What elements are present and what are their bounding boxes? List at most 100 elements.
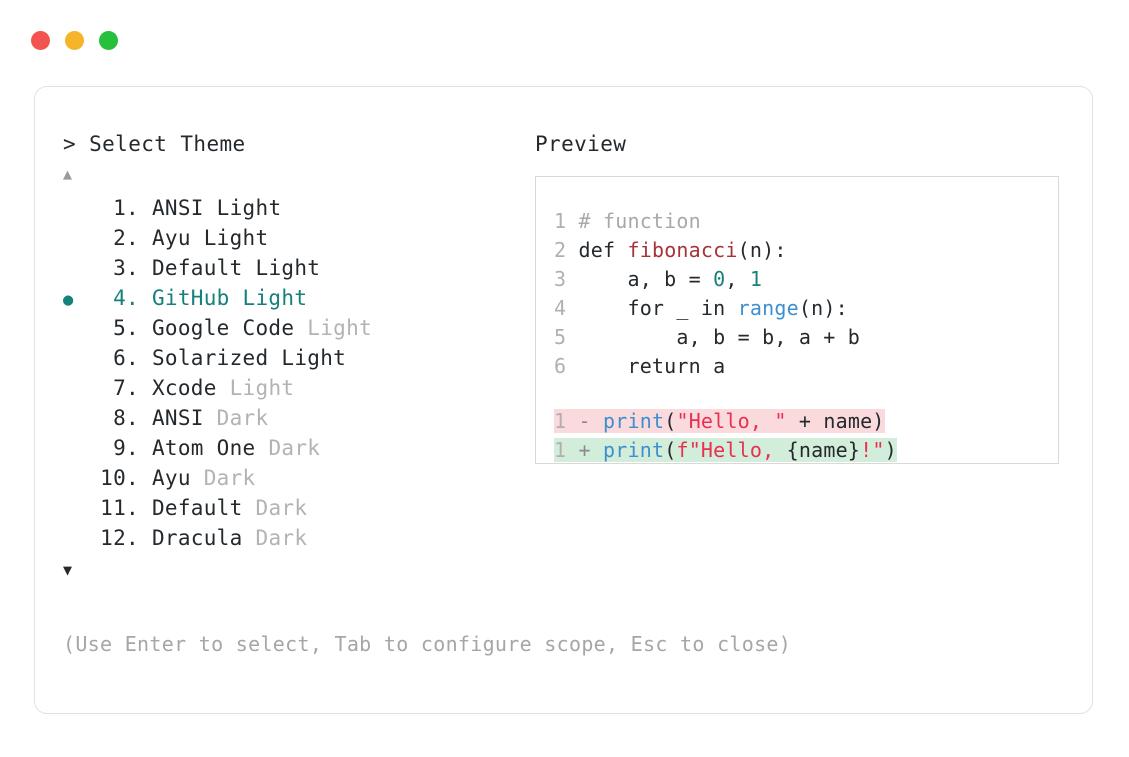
code-token: return a — [566, 354, 726, 378]
theme-item-number: 12. — [100, 526, 139, 550]
diff-highlight: 1 - print("Hello, " + name) — [554, 409, 885, 433]
code-token — [591, 409, 603, 433]
diff-added-line: 1 + print(f"Hello, {name}!") — [536, 436, 1058, 463]
line-number: 4 — [554, 296, 567, 320]
bullet-placeholder — [63, 435, 97, 465]
theme-list-item[interactable]: 6. Solarized Light — [63, 343, 533, 373]
theme-item-name: Dracula — [139, 526, 256, 550]
diff-removed-line: 1 - print("Hello, " + name) — [536, 407, 1058, 436]
theme-item-variant: Dark — [268, 436, 321, 460]
bullet-placeholder — [63, 465, 97, 495]
theme-selection-panel: > Select Theme ▲ 1. ANSI Light 2. Ayu Li… — [63, 131, 533, 580]
diff-marker: - — [566, 409, 591, 433]
line-number: 1 — [554, 409, 567, 433]
code-token: # function — [566, 209, 701, 233]
code-token: {name} — [786, 438, 861, 462]
theme-item-variant: Light — [281, 346, 347, 370]
theme-list-item[interactable]: 3. Default Light — [63, 253, 533, 283]
theme-item-number: 6. — [100, 346, 139, 370]
theme-item-number: 10. — [100, 466, 139, 490]
code-token: def — [566, 238, 628, 262]
code-token: "Hello, " — [676, 409, 787, 433]
theme-list-item[interactable]: ● 4. GitHub Light — [63, 283, 533, 313]
theme-list-item[interactable]: 9. Atom One Dark — [63, 433, 533, 463]
theme-item-name: ANSI — [139, 196, 217, 220]
theme-picker-dialog: > Select Theme ▲ 1. ANSI Light 2. Ayu Li… — [34, 86, 1093, 714]
theme-list-item[interactable]: 2. Ayu Light — [63, 223, 533, 253]
bullet-placeholder — [63, 495, 97, 525]
diff-block: 1 - print("Hello, " + name) 1 + print(f"H… — [536, 407, 1058, 463]
code-token: range — [737, 296, 799, 320]
minimize-button[interactable] — [65, 31, 84, 50]
selected-bullet-icon: ● — [63, 290, 74, 310]
theme-item-variant: Light — [242, 286, 308, 310]
code-line: 1 # function — [536, 207, 1058, 236]
theme-item-name: Ayu — [139, 226, 204, 250]
code-token: , — [725, 267, 750, 291]
line-number: 5 — [554, 325, 567, 349]
code-token: a, b = b, a + b — [566, 325, 861, 349]
code-token: a, b = — [566, 267, 714, 291]
scroll-up-icon[interactable]: ▲ — [63, 165, 73, 183]
theme-item-name: GitHub — [139, 286, 243, 310]
code-gap — [536, 381, 1058, 407]
theme-item-name: Solarized — [139, 346, 282, 370]
scroll-down-icon[interactable]: ▼ — [63, 561, 73, 579]
theme-item-variant: Light — [229, 376, 295, 400]
code-line: 2 def fibonacci(n): — [536, 236, 1058, 265]
theme-item-number: 11. — [100, 496, 139, 520]
line-number: 6 — [554, 354, 567, 378]
theme-item-variant: Dark — [216, 406, 269, 430]
theme-item-variant: Light — [255, 256, 321, 280]
preview-label: Preview — [535, 132, 627, 156]
theme-item-number: 8. — [100, 406, 139, 430]
window-traffic-lights — [31, 31, 118, 50]
theme-item-variant: Light — [216, 196, 282, 220]
code-token: f"Hello, — [676, 438, 787, 462]
bullet-placeholder — [63, 255, 97, 285]
maximize-button[interactable] — [99, 31, 118, 50]
close-button[interactable] — [31, 31, 50, 50]
theme-item-name: Xcode — [139, 376, 230, 400]
code-token: for _ in — [566, 296, 738, 320]
theme-item-name: Ayu — [139, 466, 204, 490]
code-token — [591, 438, 603, 462]
theme-list-item[interactable]: 7. Xcode Light — [63, 373, 533, 403]
code-line: 3 a, b = 0, 1 — [536, 265, 1058, 294]
bullet-placeholder — [63, 405, 97, 435]
bullet-placeholder — [63, 315, 97, 345]
code-token: + name) — [786, 409, 885, 433]
theme-item-number: 7. — [100, 376, 139, 400]
theme-list-item[interactable]: 11. Default Dark — [63, 493, 533, 523]
line-number: 1 — [554, 438, 567, 462]
theme-item-number: 9. — [100, 436, 139, 460]
line-number: 3 — [554, 267, 567, 291]
theme-list-item[interactable]: 10. Ayu Dark — [63, 463, 533, 493]
theme-item-variant: Light — [203, 226, 269, 250]
theme-list-item[interactable]: 8. ANSI Dark — [63, 403, 533, 433]
theme-list-item[interactable]: 5. Google Code Light — [63, 313, 533, 343]
keyboard-hint: (Use Enter to select, Tab to configure s… — [63, 632, 792, 656]
code-token: 1 — [749, 267, 763, 291]
code-line: 6 return a — [536, 352, 1058, 381]
theme-list: 1. ANSI Light 2. Ayu Light 3. Default Li… — [63, 193, 533, 553]
theme-item-name: Atom One — [139, 436, 269, 460]
theme-item-number: 3. — [100, 256, 139, 280]
code-token: ( — [664, 438, 677, 462]
theme-item-number: 4. — [100, 286, 139, 310]
theme-list-item[interactable]: 1. ANSI Light — [63, 193, 533, 223]
theme-item-variant: Dark — [255, 526, 308, 550]
code-token: ) — [884, 438, 897, 462]
theme-list-item[interactable]: 12. Dracula Dark — [63, 523, 533, 553]
code-token: fibonacci — [627, 238, 738, 262]
bullet-placeholder — [63, 525, 97, 555]
line-number: 1 — [554, 209, 567, 233]
code-token: ( — [664, 409, 677, 433]
theme-item-variant: Dark — [255, 496, 308, 520]
diff-marker: + — [566, 438, 591, 462]
theme-item-number: 2. — [100, 226, 139, 250]
theme-item-number: 5. — [100, 316, 139, 340]
theme-item-name: ANSI — [139, 406, 217, 430]
